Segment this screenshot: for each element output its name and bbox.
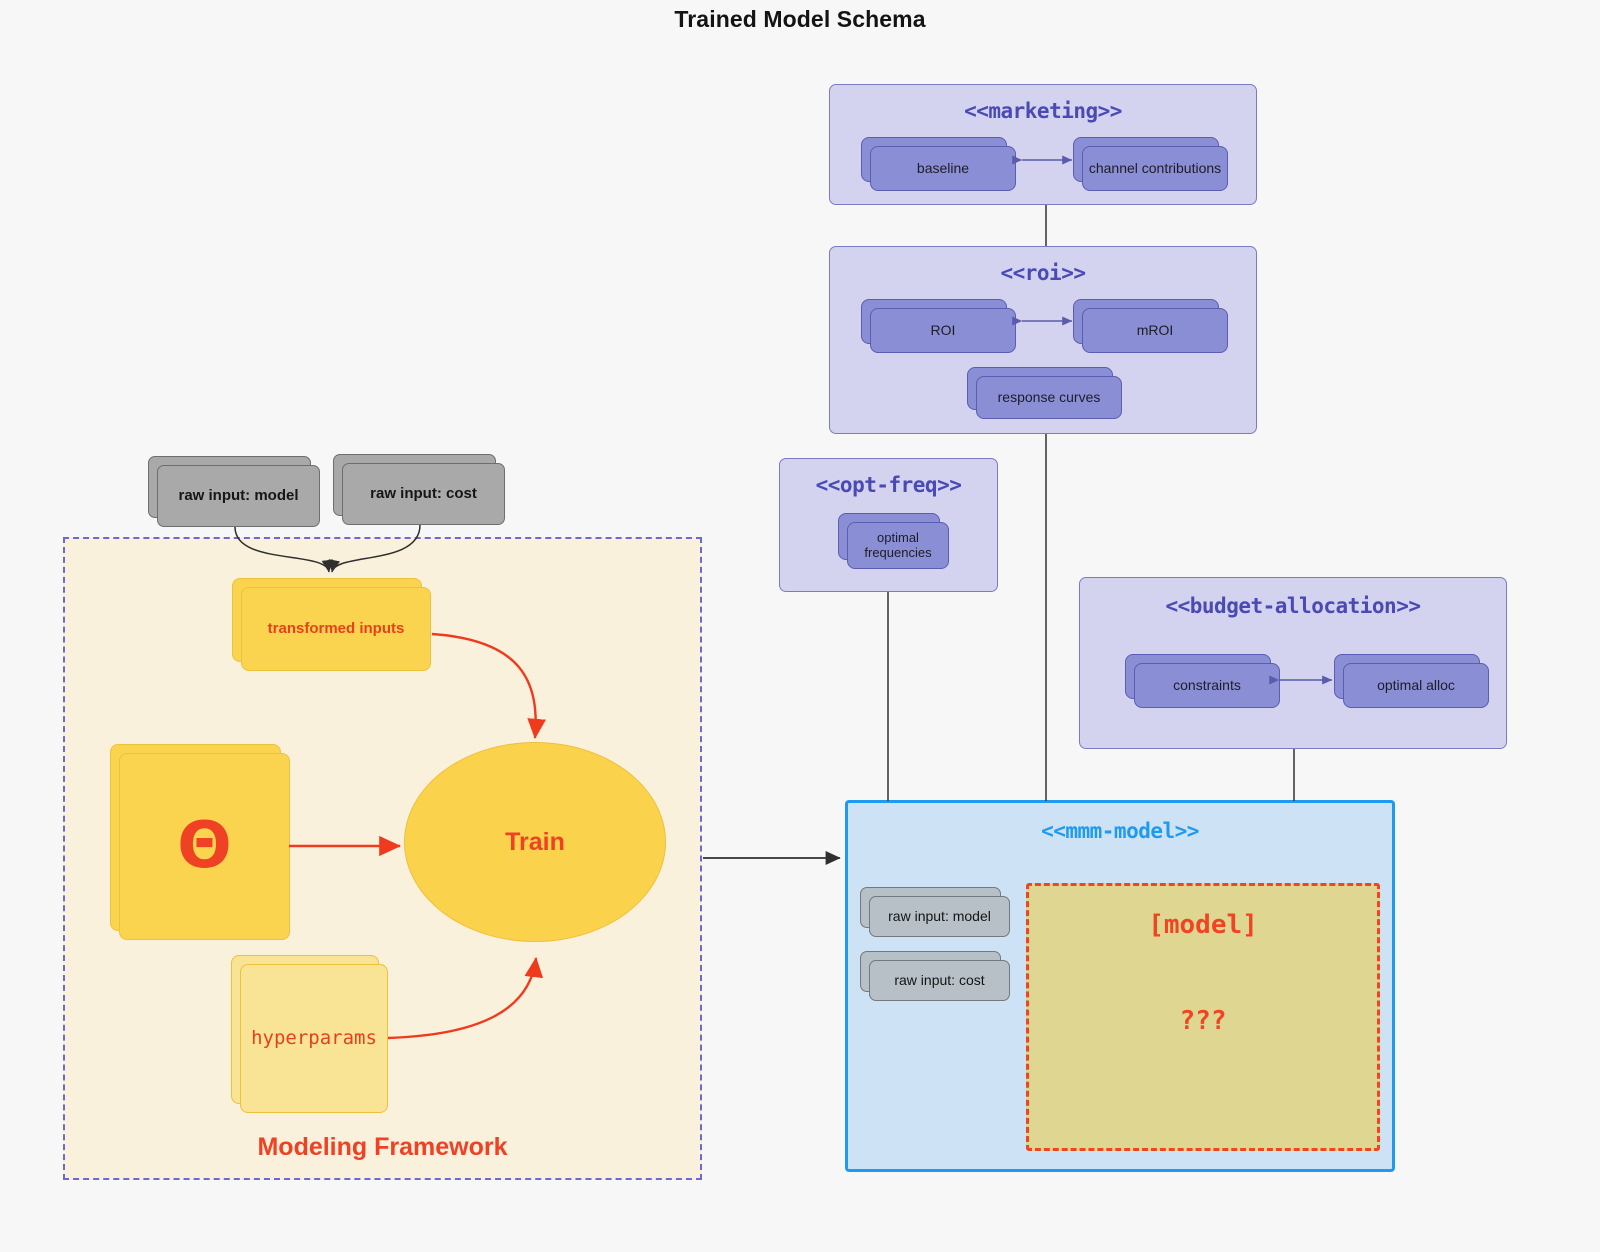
card-label: transformed inputs (241, 587, 431, 671)
mmm-model-container[interactable]: <<mmm-model>> raw input: model raw input… (845, 800, 1395, 1172)
card-label: baseline (870, 146, 1016, 191)
package-marketing[interactable]: <<marketing>> baseline channel contribut… (829, 84, 1257, 205)
raw-input-cost-card[interactable]: raw input: cost (333, 454, 505, 525)
model-placeholder-box[interactable]: [model] ??? (1026, 883, 1380, 1151)
card-label: raw input: cost (869, 960, 1010, 1001)
card-label: channel contributions (1082, 146, 1228, 191)
card-label: raw input: model (157, 465, 320, 527)
train-node[interactable]: Train (404, 742, 666, 942)
raw-input-model-card[interactable]: raw input: model (148, 456, 320, 527)
card-label: ROI (870, 308, 1016, 353)
package-title-opt-freq: <<opt-freq>> (815, 473, 962, 497)
model-name-label: [model] (1148, 910, 1258, 940)
modeling-framework-label: Modeling Framework (257, 1133, 508, 1161)
package-title-marketing: <<marketing>> (964, 99, 1122, 123)
card-optimal-frequencies[interactable]: optimal frequencies (838, 513, 949, 569)
card-response-curves[interactable]: response curves (967, 367, 1122, 419)
card-label: hyperparams (240, 964, 388, 1113)
transformed-inputs-card[interactable]: transformed inputs (232, 578, 431, 671)
card-label: raw input: cost (342, 463, 505, 525)
theta-parameters-card[interactable]: Θ (110, 744, 290, 940)
package-budget-allocation[interactable]: <<budget-allocation>> constraints optima… (1079, 577, 1507, 749)
model-unknown-label: ??? (1179, 1006, 1227, 1036)
mmm-model-title: <<mmm-model>> (1041, 819, 1199, 843)
card-baseline[interactable]: baseline (861, 137, 1016, 191)
card-label: optimal alloc (1343, 663, 1489, 708)
card-label: mROI (1082, 308, 1228, 353)
package-title-budget-allocation: <<budget-allocation>> (1165, 594, 1421, 618)
card-optimal-alloc[interactable]: optimal alloc (1334, 654, 1489, 708)
package-opt-freq[interactable]: <<opt-freq>> optimal frequencies (779, 458, 998, 592)
card-label: constraints (1134, 663, 1280, 708)
card-channel-contributions[interactable]: channel contributions (1073, 137, 1228, 191)
card-label: response curves (976, 376, 1122, 419)
hyperparams-card[interactable]: hyperparams (231, 955, 388, 1113)
card-label: optimal frequencies (847, 522, 949, 569)
train-label: Train (505, 827, 565, 856)
mmm-raw-input-cost[interactable]: raw input: cost (860, 951, 1010, 1001)
card-label: raw input: model (869, 896, 1010, 937)
card-mroi[interactable]: mROI (1073, 299, 1228, 353)
package-title-roi: <<roi>> (1000, 261, 1086, 285)
mmm-raw-input-model[interactable]: raw input: model (860, 887, 1010, 937)
card-constraints[interactable]: constraints (1125, 654, 1280, 708)
package-roi[interactable]: <<roi>> ROI mROI response curves (829, 246, 1257, 434)
page-title: Trained Model Schema (674, 6, 926, 32)
card-label: Θ (119, 753, 290, 940)
card-roi[interactable]: ROI (861, 299, 1016, 353)
